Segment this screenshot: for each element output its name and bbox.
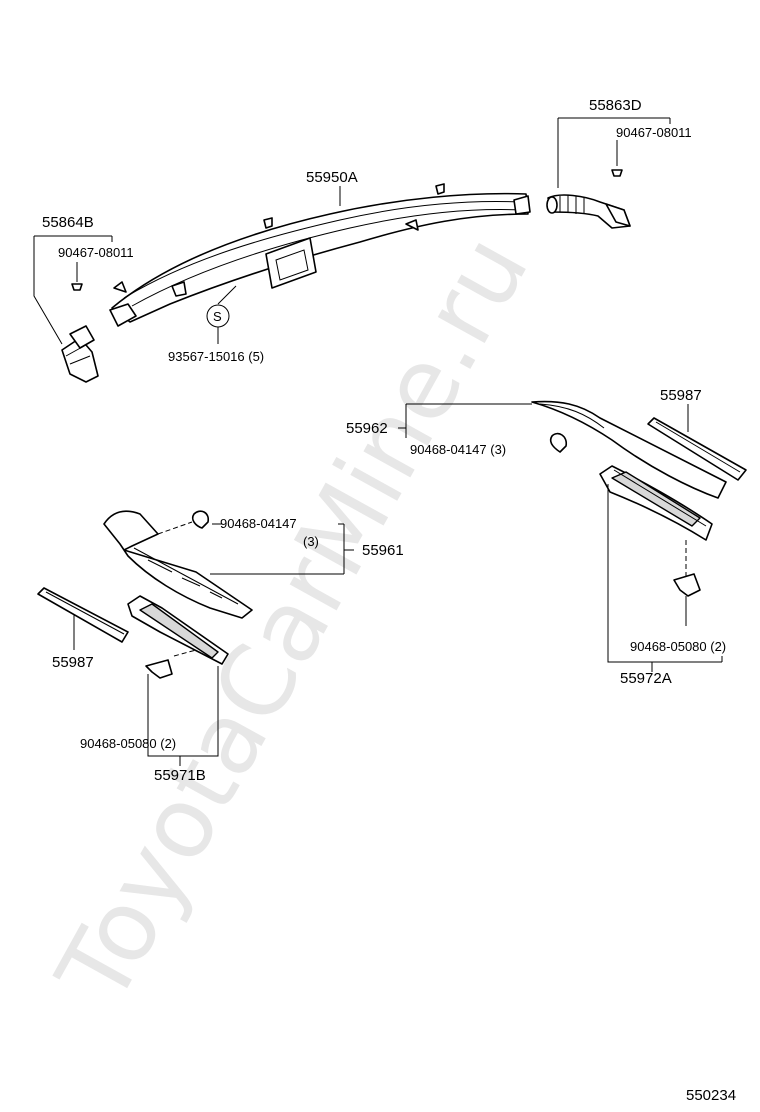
callout-55971B: 55971B xyxy=(154,767,206,784)
clip-90468-05080-left xyxy=(145,659,173,679)
screw-90467-right xyxy=(611,169,623,177)
callout-qty-3: (3) xyxy=(303,534,319,549)
duct-55950A xyxy=(109,183,531,327)
figure-number: 550234 xyxy=(686,1087,736,1104)
watermark: ToyotaCarMine.ru xyxy=(36,218,551,1023)
leader-55864B xyxy=(33,235,113,345)
callout-55864B: 55864B xyxy=(42,214,94,231)
panel-55962 xyxy=(531,400,727,499)
callout-55950A: 55950A xyxy=(306,169,358,186)
duct-55863D xyxy=(546,194,631,229)
nozzle-55864B xyxy=(61,325,99,383)
leader-55971B xyxy=(147,666,219,757)
screw-90467-left xyxy=(71,283,83,291)
leader-55961 xyxy=(210,523,354,575)
panel-55961 xyxy=(103,510,253,619)
callout-55961: 55961 xyxy=(362,542,404,559)
callout-90467-08011-right: 90467-08011 xyxy=(616,125,692,140)
callout-90468-04147-right: 90468-04147 (3) xyxy=(410,442,506,457)
clip-90468-04147-right xyxy=(549,432,568,453)
callout-55987-left: 55987 xyxy=(52,654,94,671)
callout-55987-right: 55987 xyxy=(660,387,702,404)
strip-55987-right xyxy=(647,417,747,481)
callout-55863D: 55863D xyxy=(589,97,642,114)
screw-symbol-letter: S xyxy=(213,309,222,324)
callout-93567-15016: 93567-15016 (5) xyxy=(168,349,264,364)
strip-55987-left xyxy=(37,587,129,643)
leader-55972A xyxy=(607,484,723,663)
callout-55972A: 55972A xyxy=(620,670,672,687)
callout-90468-05080-left: 90468-05080 (2) xyxy=(80,736,176,751)
callout-90468-05080-right: 90468-05080 (2) xyxy=(630,639,726,654)
callout-90467-08011-left: 90467-08011 xyxy=(58,245,134,260)
callout-90468-04147-left: 90468-04147 xyxy=(220,516,297,531)
leader-55863D xyxy=(557,117,671,188)
duct-55972A xyxy=(599,465,713,541)
duct-55971B xyxy=(127,595,229,665)
leader-55962 xyxy=(405,403,532,438)
callout-55962: 55962 xyxy=(346,420,388,437)
clip-90468-05080-right xyxy=(673,573,701,597)
clip-90468-04147-left xyxy=(191,510,210,529)
